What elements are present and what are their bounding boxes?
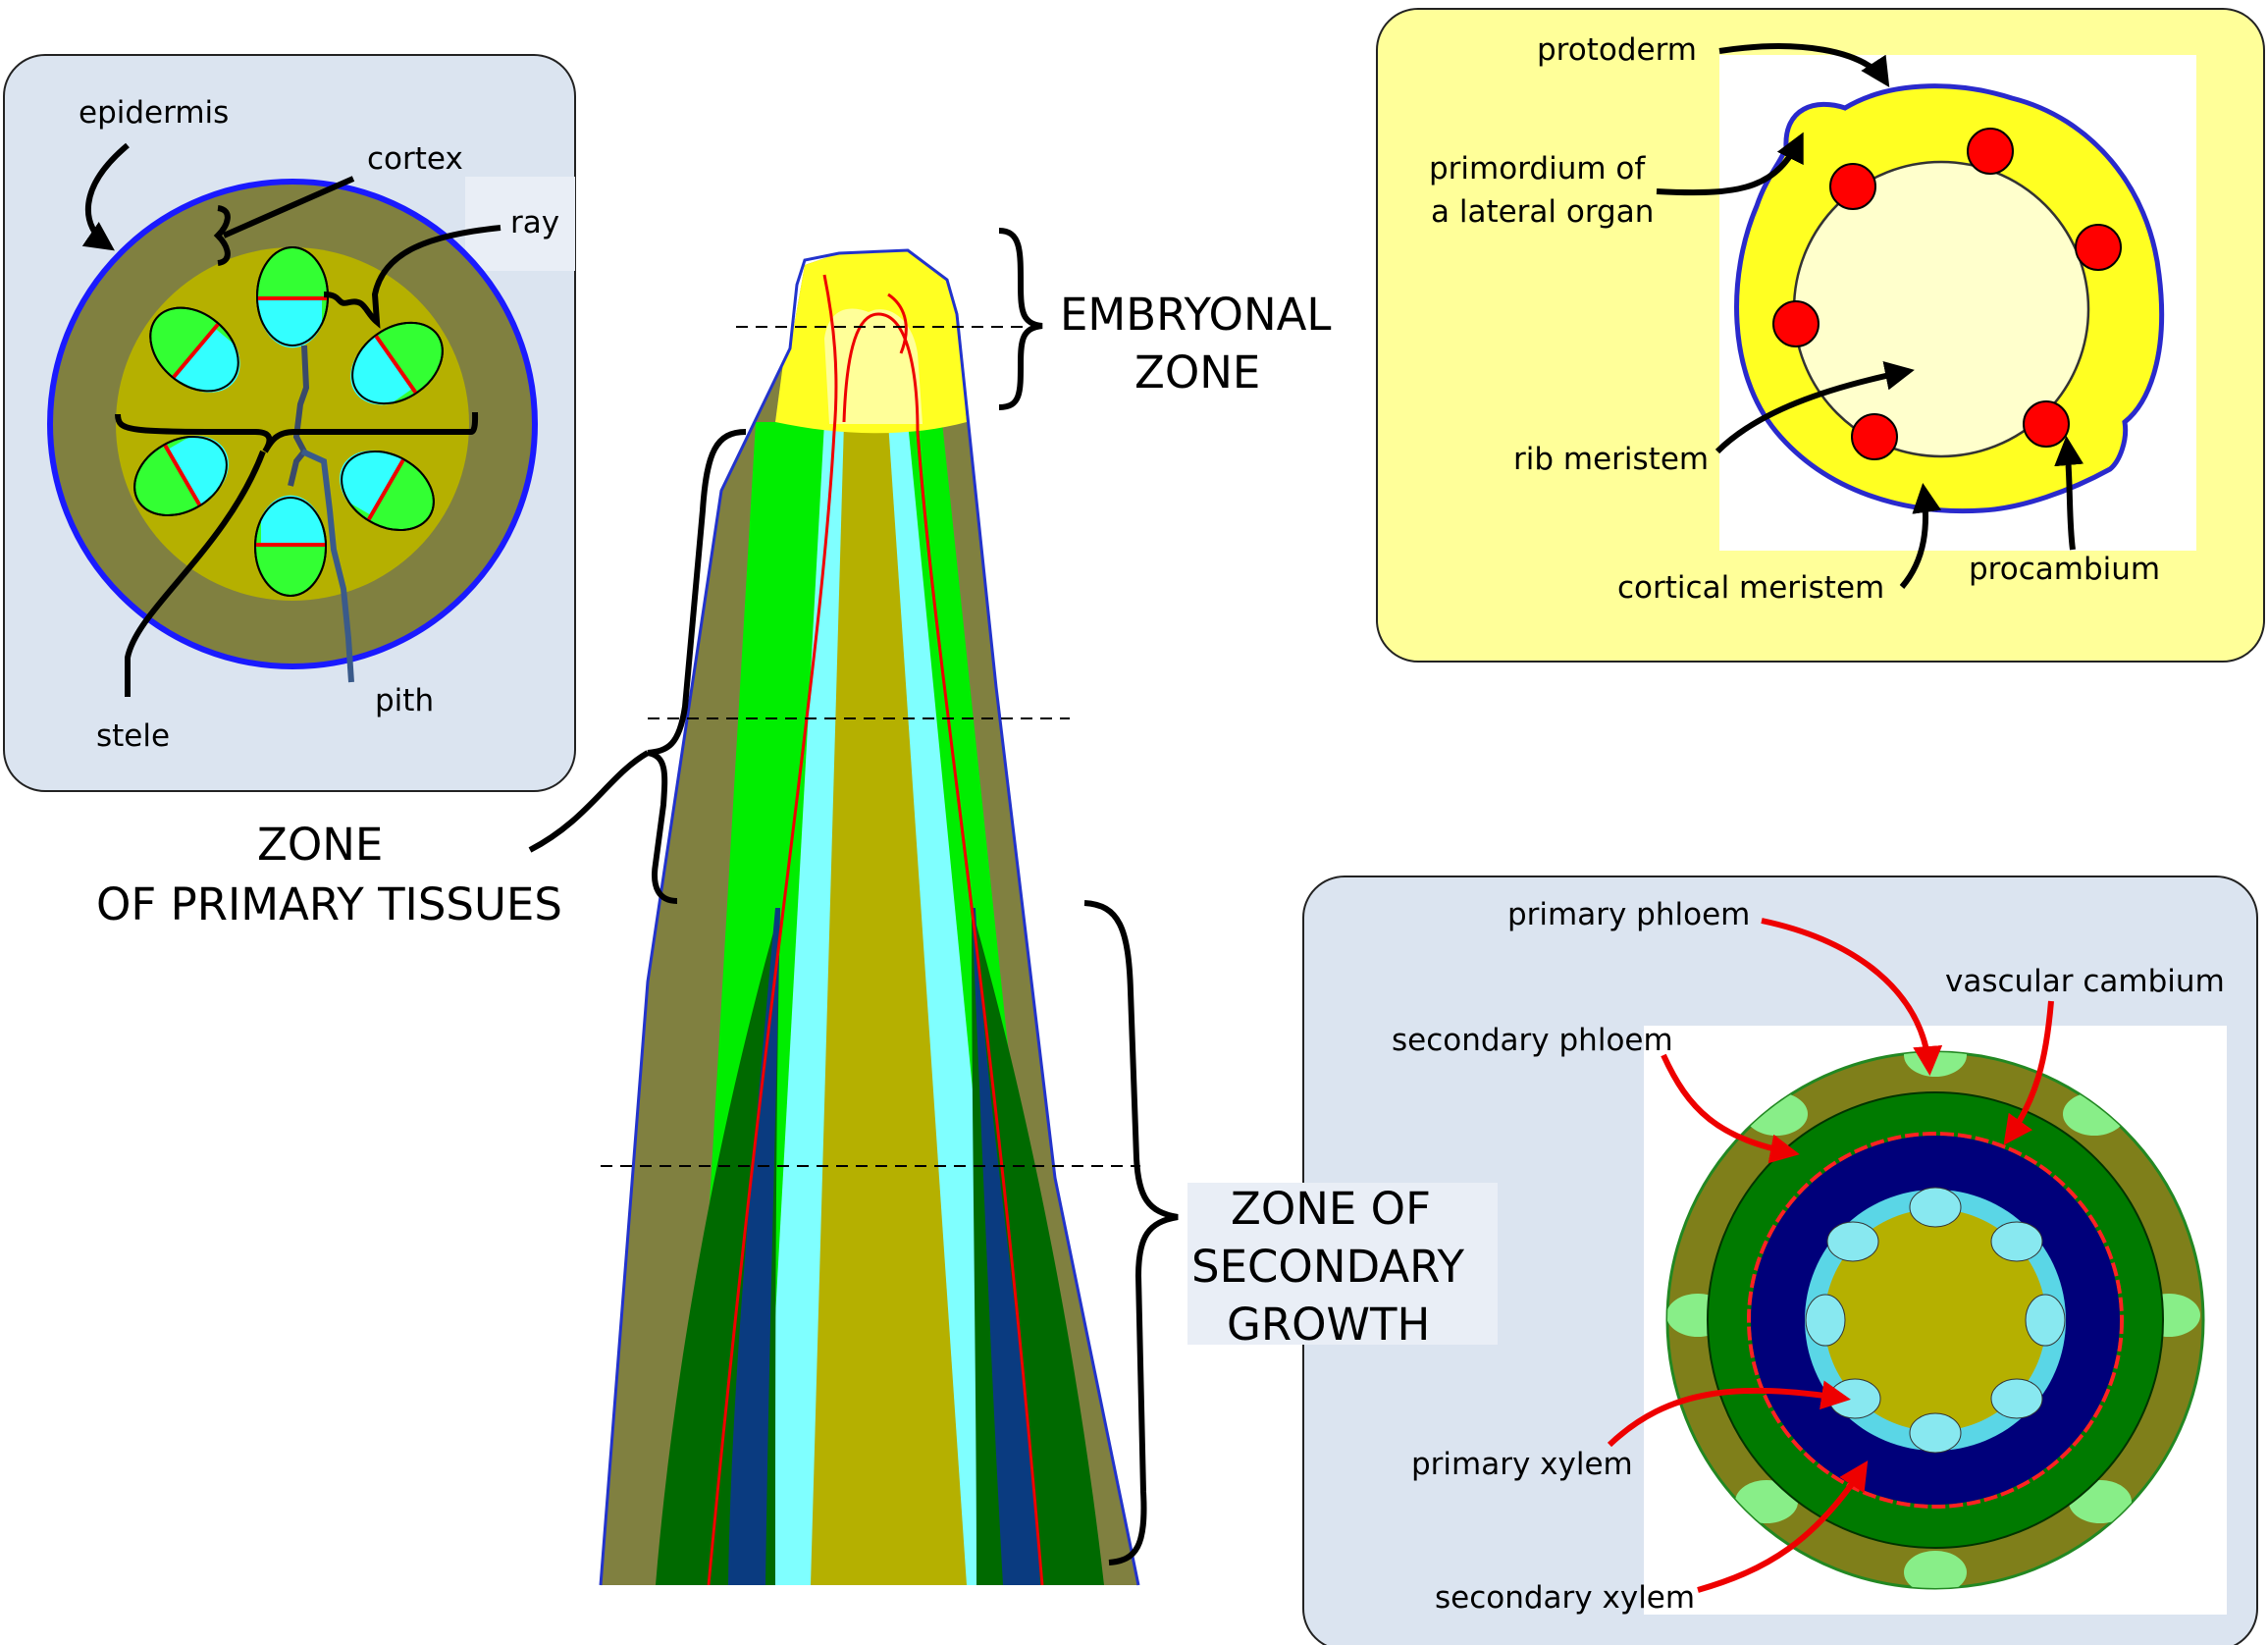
primary-xylem-label: primary xylem [1411, 1447, 1633, 1482]
secondary-zone-brace [1083, 900, 1179, 1565]
procambium-label: procambium [1969, 552, 2160, 587]
secondary-section-panel: primary phloem vascular cambium secondar… [1302, 876, 2258, 1645]
embryonal-zone-label-1: EMBRYONAL [1060, 289, 1331, 341]
pith-line [300, 449, 354, 683]
stele-label: stele [96, 718, 170, 754]
procambium-dots [1772, 128, 2122, 460]
primordium-label-1: primordium of [1429, 151, 1646, 186]
ray-line [288, 345, 310, 487]
apex-section-panel: protoderm primordium of a lateral organ … [1376, 8, 2265, 663]
pith-core [1824, 1209, 2046, 1431]
vascular-cambium-ring [1747, 1132, 2124, 1509]
protoderm-label: protoderm [1537, 32, 1697, 68]
secondary-xylem-label: secondary xylem [1435, 1580, 1695, 1616]
secondary-phloem-label: secondary phloem [1392, 1023, 1673, 1058]
secondary-zone-label-3: GROWTH [1227, 1299, 1430, 1351]
shoot-longitudinal-section [599, 248, 1140, 1586]
primary-zone-label-1: ZONE [257, 819, 383, 871]
primordium-label-2: a lateral organ [1431, 194, 1654, 230]
primary-section-panel: epidermis cortex ray pith stele [3, 54, 576, 792]
secondary-zone-label-2: SECONDARY [1191, 1241, 1465, 1293]
ray-label: ray [510, 205, 559, 240]
embryonal-zone-label-2: ZONE [1134, 346, 1260, 398]
vascular-bundles [133, 246, 444, 597]
primary-zone-label-2: OF PRIMARY TISSUES [96, 878, 562, 930]
cortex-label: cortex [367, 141, 463, 177]
secondary-zone-label-1: ZONE OF [1231, 1183, 1431, 1235]
pith-label: pith [375, 683, 434, 718]
primary-zone-brace [647, 429, 747, 904]
vascular-cambium-label: vascular cambium [1945, 964, 2225, 999]
epidermis-label: epidermis [79, 95, 229, 131]
rib-meristem-label: rib meristem [1513, 442, 1709, 477]
embryonal-brace [998, 228, 1043, 410]
cortical-meristem-label: cortical meristem [1617, 570, 1884, 606]
primary-phloem-label: primary phloem [1507, 897, 1750, 932]
